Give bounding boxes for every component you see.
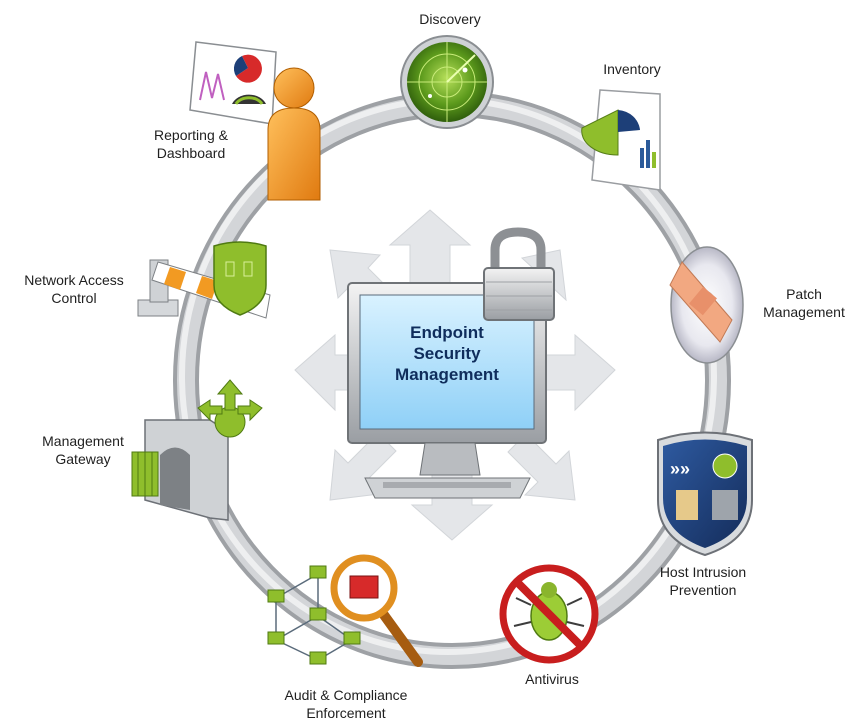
gate-arrows-icon [131, 379, 263, 521]
label-management-gateway: Management Gateway [28, 432, 138, 468]
label-line: Antivirus [525, 671, 579, 687]
barrier-shield-icon [137, 241, 271, 319]
label-line: Reporting & [154, 127, 228, 143]
label-audit-compliance: Audit & Compliance Enforcement [266, 686, 426, 722]
center-title-line: Endpoint [410, 323, 484, 342]
label-line: Patch [786, 286, 822, 302]
label-line: Dashboard [156, 145, 226, 161]
label-reporting-dashboard: Reporting & Dashboard [138, 126, 244, 162]
network-magnifier-icon [267, 554, 423, 667]
center-title-line: Security [413, 344, 481, 363]
label-line: Discovery [419, 11, 481, 27]
svg-text:»»: »» [670, 459, 690, 479]
chart-report-icon [581, 89, 661, 191]
label-line: Host Intrusion [659, 564, 747, 580]
label-discovery: Discovery [410, 10, 490, 28]
label-line: Network Access [24, 272, 124, 288]
label-line: Management [42, 433, 124, 449]
label-patch-management: Patch Management [752, 285, 856, 321]
label-network-access-control: Network Access Control [8, 271, 140, 307]
radar-icon [400, 35, 494, 129]
label-line: Inventory [603, 61, 661, 77]
label-line: Gateway [55, 451, 111, 467]
no-bug-icon [499, 564, 599, 664]
label-line: Audit & Compliance [284, 687, 408, 703]
label-line: Control [51, 290, 97, 306]
label-line: Prevention [669, 582, 737, 598]
label-host-intrusion-prevention: Host Intrusion Prevention [646, 563, 760, 599]
label-inventory: Inventory [592, 60, 672, 78]
label-line: Enforcement [306, 705, 386, 721]
person-dashboard-icon [189, 41, 321, 201]
shield-icon: »» [657, 431, 753, 557]
center-title: Endpoint Security Management [368, 322, 526, 385]
label-antivirus: Antivirus [512, 670, 592, 688]
label-line: Management [763, 304, 845, 320]
radiating-arrows [294, 209, 616, 541]
monitor-lock-icon [347, 227, 555, 499]
cd-bandage-icon [669, 246, 744, 364]
center-title-line: Management [395, 365, 499, 384]
